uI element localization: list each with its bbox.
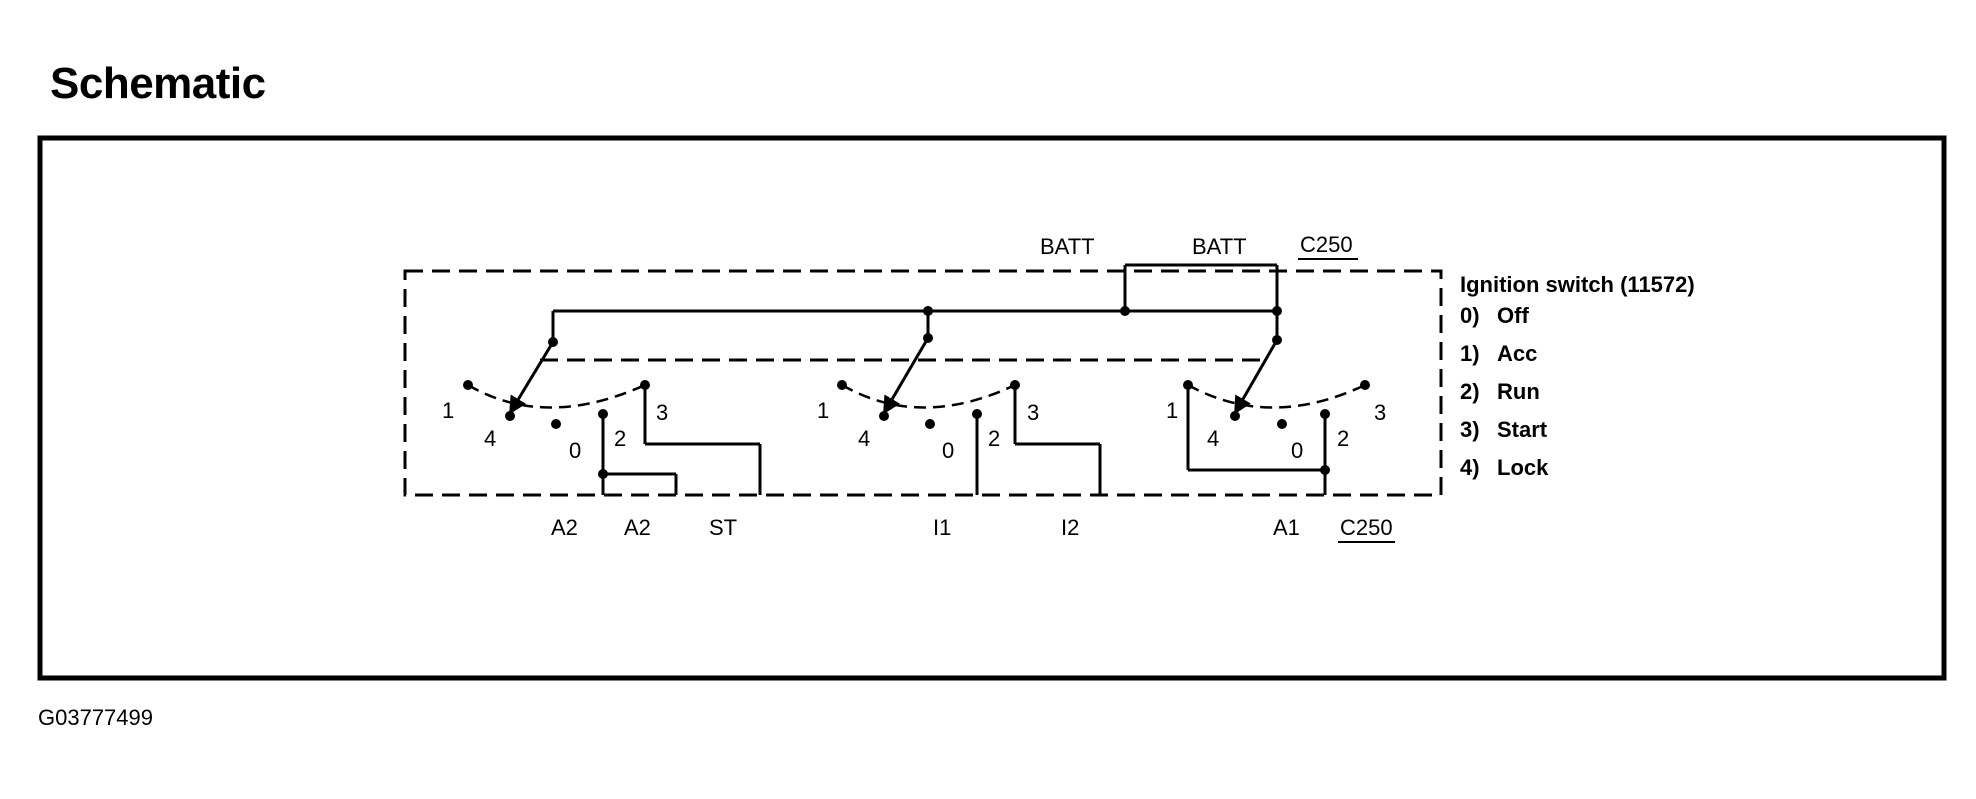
terminal-i1: I1: [933, 515, 951, 540]
position-number: 0: [942, 438, 954, 463]
connector-label-bottom: C250: [1340, 515, 1393, 540]
position-number: 2: [1337, 426, 1349, 451]
figure-id: G03777499: [38, 705, 153, 730]
legend-item-label: Lock: [1497, 455, 1549, 480]
terminal-st: ST: [709, 515, 737, 540]
legend-item-label: Acc: [1497, 341, 1537, 366]
legend: Ignition switch (11572) 0) Off 1) Acc 2)…: [1460, 272, 1695, 480]
position-number: 3: [1027, 400, 1039, 425]
terminal-a2-1: A2: [551, 515, 578, 540]
switch-section-3: [1183, 335, 1370, 495]
legend-item-label: Start: [1497, 417, 1548, 442]
outer-frame: [37, 135, 1947, 681]
switch-section-1: [463, 337, 762, 495]
position-number: 4: [1207, 426, 1219, 451]
position-number: 4: [484, 426, 496, 451]
connector-label-top: C250: [1300, 232, 1353, 257]
switch-section-2: [837, 333, 1102, 495]
legend-title: Ignition switch (11572): [1460, 272, 1695, 297]
position-number: 3: [1374, 400, 1386, 425]
terminal-a1: A1: [1273, 515, 1300, 540]
position-number: 0: [569, 438, 581, 463]
position-number: 2: [988, 426, 1000, 451]
terminal-a2-2: A2: [624, 515, 651, 540]
legend-item-number: 0): [1460, 303, 1480, 328]
position-number: 1: [442, 398, 454, 423]
legend-item-number: 1): [1460, 341, 1480, 366]
position-number: 3: [656, 400, 668, 425]
position-number: 1: [817, 398, 829, 423]
position-number: 1: [1166, 398, 1178, 423]
battery-bus: [551, 263, 1279, 342]
page-title: Schematic: [50, 59, 266, 108]
legend-item-number: 3): [1460, 417, 1480, 442]
switch-boundary: [403, 269, 1443, 497]
legend-item-label: Off: [1497, 303, 1529, 328]
legend-item-number: 4): [1460, 455, 1480, 480]
position-number: 0: [1291, 438, 1303, 463]
legend-item-number: 2): [1460, 379, 1480, 404]
terminal-batt-2: BATT: [1192, 234, 1247, 259]
position-number: 4: [858, 426, 870, 451]
terminal-batt-1: BATT: [1040, 234, 1095, 259]
terminal-i2: I2: [1061, 515, 1079, 540]
legend-item-label: Run: [1497, 379, 1540, 404]
position-number: 2: [614, 426, 626, 451]
